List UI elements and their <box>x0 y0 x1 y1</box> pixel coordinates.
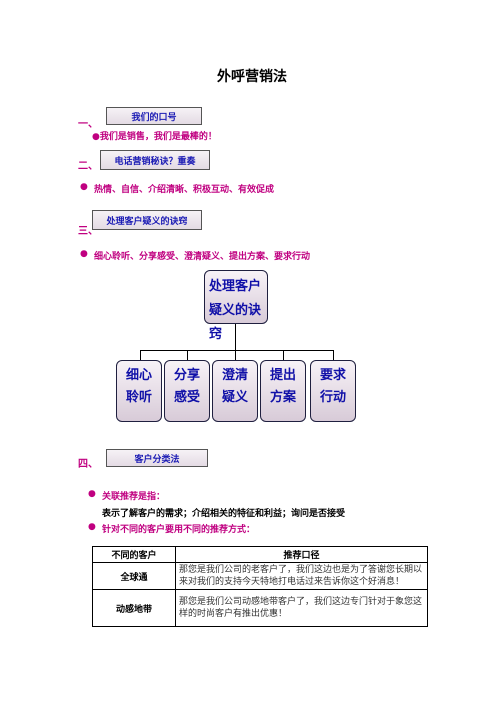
section-4-bullet-1: 关联推荐是指： <box>102 492 166 502</box>
table-row: 动感地带 那您是我们公司动感地带客户了，我们这边专门针对于象您这样的时尚客户有推… <box>92 589 428 627</box>
diagram-horizontal-connector <box>140 350 334 351</box>
diagram-child-connector <box>140 350 141 360</box>
section-4-bullet-2-mark: ● <box>88 522 96 532</box>
section-4-heading-box: 客户分类法 <box>106 449 208 467</box>
table-header-row: 不同的客户 推荐口径 <box>92 546 428 563</box>
diagram-root-connector <box>235 324 236 350</box>
section-1-number: 一、 <box>78 119 98 130</box>
diagram-root-node: 处理客户疑义的诀窍 <box>204 270 268 342</box>
table-cell-customer: 全球通 <box>92 562 176 590</box>
section-3-bullet: ● <box>80 249 88 259</box>
diagram-child-label: 提出方案 <box>269 368 296 405</box>
diagram-child-label: 分享感受 <box>173 368 200 405</box>
diagram-child-connector <box>235 350 236 360</box>
diagram-child-node-clarify: 澄清疑义 <box>212 360 258 422</box>
diagram-child-node-propose: 提出方案 <box>260 360 306 422</box>
diagram-child-label: 细心聆听 <box>125 368 152 405</box>
diagram-child-connector <box>187 350 188 360</box>
section-4-bullet-1-mark: ● <box>88 489 96 499</box>
table-cell-script: 那您是我们公司的老客户了，我们这边也是为了答谢您长期以来对我们的支持今天特地打电… <box>175 562 428 590</box>
section-1-heading-box: 我们的口号 <box>106 107 202 125</box>
section-4-bullet-2: 针对不同的客户要用不同的推荐方式： <box>102 525 256 535</box>
section-3-text: 细心聆听、分享感受、澄清疑义、提出方案、要求行动 <box>94 252 311 262</box>
section-3-number: 三、 <box>78 226 98 237</box>
table-header-customer: 不同的客户 <box>92 546 176 563</box>
section-2-bullet: ● <box>80 182 88 192</box>
diagram-child-node-request-action: 要求行动 <box>310 360 356 422</box>
section-2-text: 热情、自信、介绍清晰、积极互动、有效促成 <box>94 185 275 195</box>
section-3-heading-box: 处理客户疑义的诀窍 <box>92 210 202 230</box>
diagram-child-connector <box>333 350 334 360</box>
diagram-child-connector <box>283 350 284 360</box>
diagram-root-label: 处理客户疑义的诀窍 <box>209 279 262 342</box>
table-cell-customer: 动感地带 <box>92 589 176 627</box>
table-row: 全球通 那您是我们公司的老客户了，我们这边也是为了答谢您长期以来对我们的支持今天… <box>92 562 428 590</box>
diagram-child-label: 澄清疑义 <box>221 368 248 405</box>
section-4-description: 表示了解客户的需求；介绍相关的特征和利益；询问是否接受 <box>102 509 346 519</box>
table-cell-script: 那您是我们公司动感地带客户了，我们这边专门针对于象您这样的时尚客户有推出优惠！ <box>175 589 428 627</box>
diagram-child-node-listen: 细心聆听 <box>116 360 162 422</box>
table-header-script: 推荐口径 <box>175 546 428 563</box>
diagram-child-label: 要求行动 <box>319 368 346 405</box>
section-4-number: 四、 <box>78 459 98 470</box>
page-title: 外呼营销法 <box>217 69 287 85</box>
section-2-number: 二、 <box>78 161 98 172</box>
diagram-child-node-share: 分享感受 <box>164 360 210 422</box>
section-2-heading-box: 电话营销秘诀？重奏 <box>100 150 210 170</box>
customer-recommendation-table: 不同的客户 推荐口径 全球通 那您是我们公司的老客户了，我们这边也是为了答谢您长… <box>92 546 428 627</box>
section-1-slogan: ●我们是销售，我们是最棒的！ <box>92 132 217 142</box>
